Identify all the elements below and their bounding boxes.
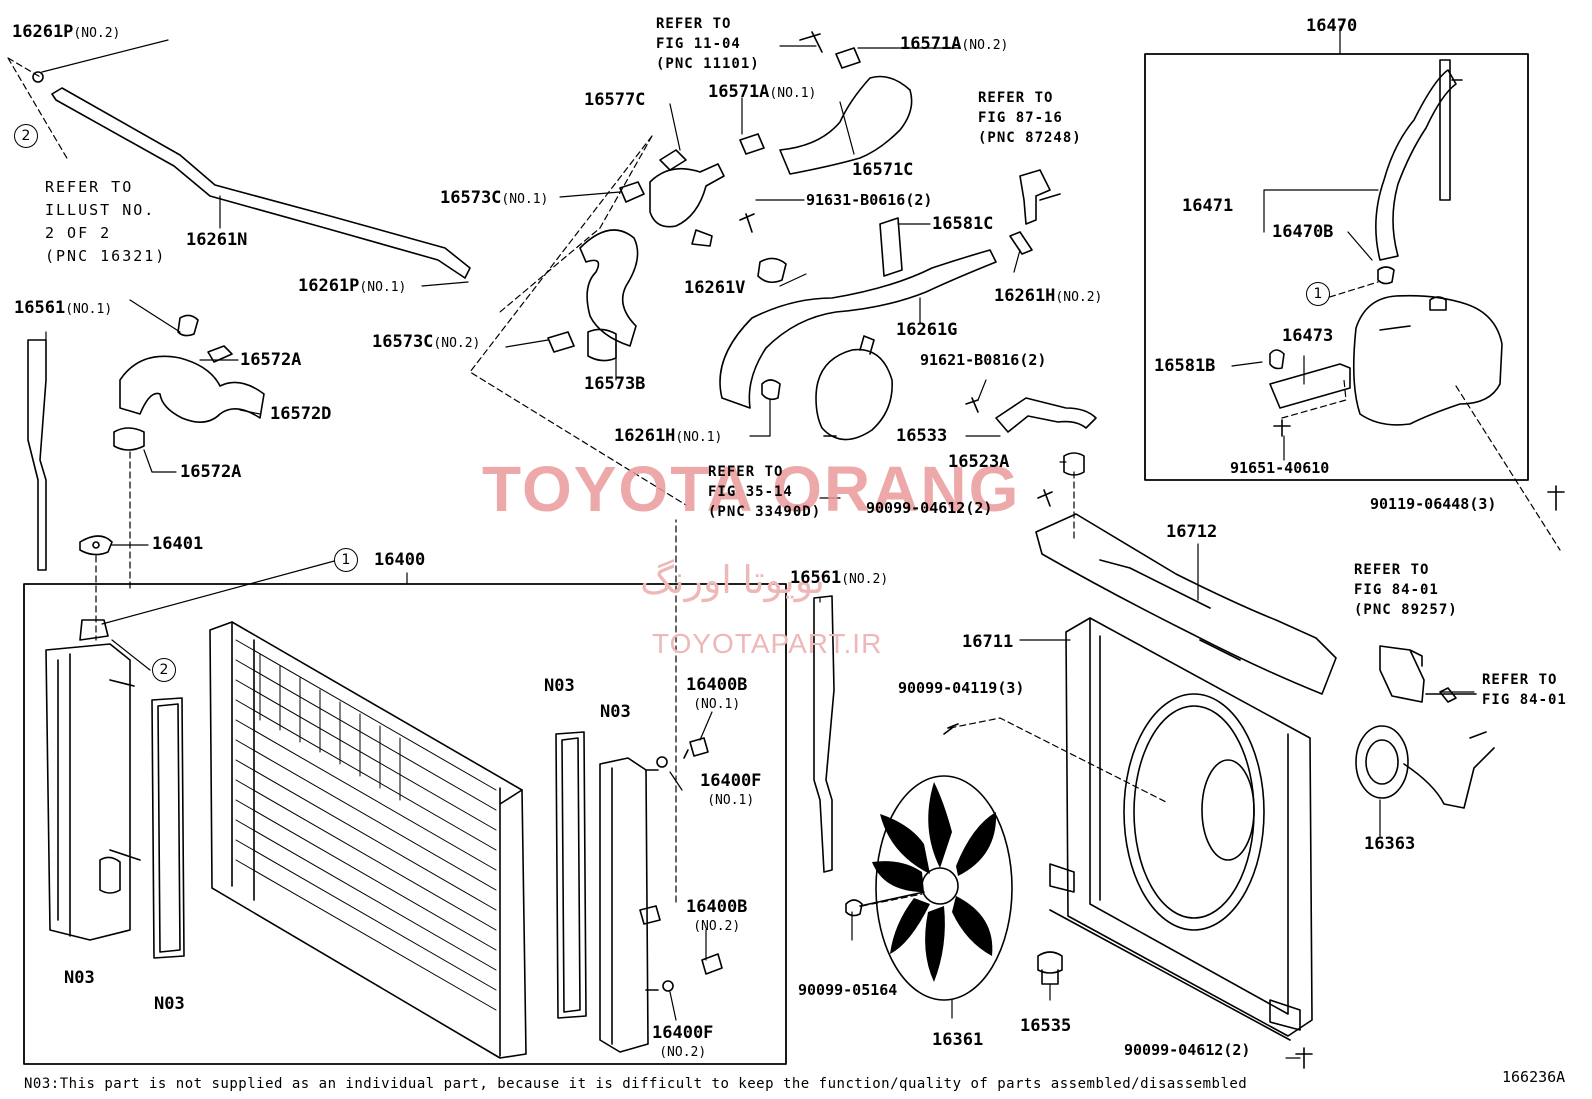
label-16261g: 16261G — [896, 320, 958, 340]
label-16400: 16400 — [374, 550, 426, 570]
refer-fig-35-14: REFER TO FIG 35-14 (PNC 33490D) — [708, 464, 822, 520]
fan-motor-16363 — [1355, 725, 1409, 799]
label-16261v: 16261V — [684, 278, 746, 298]
label-16533: 16533 — [896, 426, 948, 446]
label-16571a-no2: 16571A(NO.2) — [900, 34, 1009, 54]
label-16400b-no2: 16400B(NO.2) — [686, 897, 748, 934]
label-16261n: 16261N — [186, 230, 248, 250]
hose-16471 — [1375, 69, 1457, 261]
label-16361: 16361 — [932, 1030, 984, 1050]
refer-fig-11-04: REFER TO FIG 11-04 (PNC 11101) — [656, 16, 760, 72]
label-16571a-no1: 16571A(NO.1) — [708, 82, 817, 102]
label-16711: 16711 — [962, 632, 1014, 652]
label-16261h-no2: 16261H(NO.2) — [994, 286, 1103, 306]
label-91621-b0816: 91621-B0816(2) — [920, 351, 1047, 369]
radiator-group-box — [23, 583, 787, 1065]
watermark-brand: TOYOTA ORANG — [482, 453, 1021, 525]
hose-16261g — [719, 249, 997, 409]
reserve-tank-group-box — [1144, 53, 1529, 481]
watermark-site: TOYOTAPART.IR — [652, 628, 883, 659]
refer-fig-87-16: REFER TO FIG 87-16 (PNC 87248) — [978, 90, 1082, 146]
water-outlet — [649, 163, 725, 228]
label-16471: 16471 — [1182, 196, 1234, 216]
label-n03-strip-right: N03 — [544, 676, 575, 696]
label-16581b: 16581B — [1154, 356, 1216, 376]
refer-fig-84-01-connector: REFER TO FIG 84-01 (PNC 89257) — [1354, 562, 1458, 618]
callout-1-radiator: 1 — [334, 548, 358, 572]
fan-16361 — [875, 775, 1013, 1001]
label-16572d: 16572D — [270, 404, 332, 424]
label-16400f-no2: 16400F(NO.2) — [652, 1023, 714, 1060]
figure-code: 166236A — [1502, 1068, 1566, 1086]
label-16572a-top: 16572A — [240, 350, 302, 370]
label-90119-06448: 90119-06448(3) — [1370, 495, 1497, 513]
label-n03-tank-right: N03 — [600, 702, 631, 722]
label-16561-no2: 16561(NO.2) — [790, 568, 889, 588]
label-16473: 16473 — [1282, 326, 1334, 346]
reserve-tank — [1352, 294, 1503, 426]
label-16261h-no1: 16261H(NO.1) — [614, 426, 723, 446]
label-90099-04119: 90099-04119(3) — [898, 679, 1025, 697]
label-16400b-no1: 16400B(NO.1) — [686, 675, 748, 712]
watermark-persian: تویوتا اورنگ — [640, 560, 825, 602]
fan-shroud-16712 — [1035, 513, 1337, 695]
label-16712: 16712 — [1166, 522, 1218, 542]
label-16581c: 16581C — [932, 214, 994, 234]
label-16363: 16363 — [1364, 834, 1416, 854]
label-16261p-no2: 16261P(NO.2) — [12, 22, 121, 42]
footer-n03-note: N03:This part is not supplied as an indi… — [24, 1076, 1248, 1092]
fan-frame-16711 — [1065, 617, 1313, 1037]
label-16470b: 16470B — [1272, 222, 1334, 242]
label-90099-05164: 90099-05164 — [798, 981, 898, 999]
label-n03-strip-left: N03 — [154, 994, 185, 1014]
bracket-16533 — [995, 397, 1097, 433]
label-16470: 16470 — [1306, 16, 1358, 36]
label-16573c-no2: 16573C(NO.2) — [372, 332, 481, 352]
label-16535: 16535 — [1020, 1016, 1072, 1036]
label-91631-b0616: 91631-B0616(2) — [806, 191, 933, 209]
label-16401: 16401 — [152, 534, 204, 554]
hose-16572d — [119, 355, 265, 423]
callout-1-tank: 1 — [1306, 282, 1330, 306]
label-16572a-bottom: 16572A — [180, 462, 242, 482]
hose-16261n — [51, 87, 471, 279]
label-16573b: 16573B — [584, 374, 646, 394]
hose-16573b — [579, 229, 639, 347]
label-90099-04612-bottom: 90099-04612(2) — [1124, 1041, 1251, 1059]
label-91651-40610: 91651-40610 — [1230, 459, 1330, 477]
radiator-right-tank — [599, 757, 649, 1053]
radiator-left-tank — [45, 643, 131, 941]
refer-illust-note: REFER TO ILLUST NO. 2 OF 2 (PNC 16321) — [45, 178, 167, 265]
label-16561-no1: 16561(NO.1) — [14, 298, 113, 318]
pressure-reservoir — [815, 348, 893, 441]
callout-2-radiator: 2 — [152, 658, 176, 682]
hose-16571c — [779, 75, 913, 175]
label-90099-04612-top: 90099-04612(2) — [866, 499, 993, 517]
label-16573c-no1: 16573C(NO.1) — [440, 188, 549, 208]
label-16571c: 16571C — [852, 160, 914, 180]
refer-fig-84-01-motor: REFER TO FIG 84-01 — [1482, 672, 1567, 708]
label-16261p-no1: 16261P(NO.1) — [298, 276, 407, 296]
label-16523a: 16523A — [948, 452, 1010, 472]
label-n03-tank-left: N03 — [64, 968, 95, 988]
callout-2-top: 2 — [14, 124, 38, 148]
label-16400f-no1: 16400F(NO.1) — [700, 771, 762, 808]
label-16577c: 16577C — [584, 90, 646, 110]
